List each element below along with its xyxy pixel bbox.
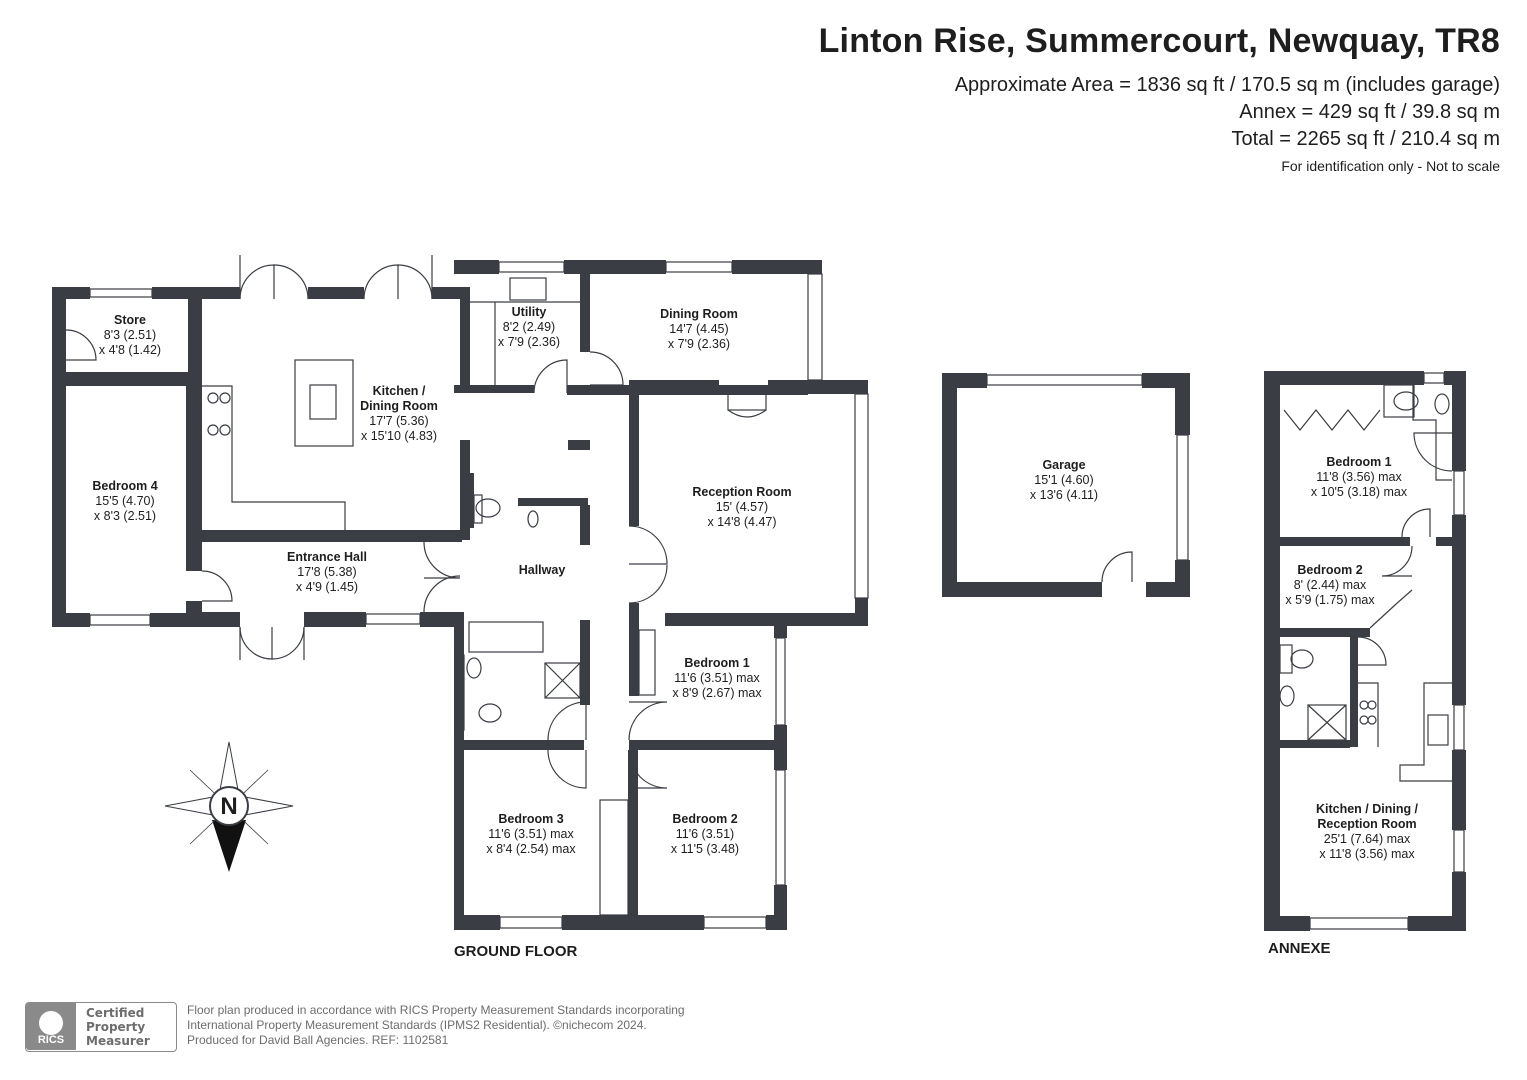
footer-text: Floor plan produced in accordance with R… bbox=[187, 1003, 685, 1047]
approx-area: Approximate Area = 1836 sq ft / 170.5 sq… bbox=[954, 74, 1500, 96]
annexe-label: ANNEXE bbox=[1268, 940, 1331, 957]
annex-area: Annex = 429 sq ft / 39.8 sq m bbox=[1239, 101, 1500, 123]
rics-logo-text: RICS bbox=[37, 1034, 65, 1046]
north-compass-icon bbox=[164, 741, 294, 872]
total-area: Total = 2265 sq ft / 210.4 sq m bbox=[1231, 128, 1501, 150]
rics-logo-box: RICS bbox=[26, 1003, 76, 1050]
scale-note: For identification only - Not to scale bbox=[1281, 158, 1500, 174]
ground-floor-label: GROUND FLOOR bbox=[454, 943, 578, 960]
room-hallway: Hallway bbox=[518, 563, 566, 577]
plan-fixtures bbox=[65, 255, 1465, 930]
ground-floor-walls bbox=[52, 260, 1466, 931]
rics-emblem-icon bbox=[39, 1011, 63, 1035]
page-title: Linton Rise, Summercourt, Newquay, TR8 bbox=[818, 22, 1500, 60]
compass-north-letter: N bbox=[220, 793, 238, 820]
